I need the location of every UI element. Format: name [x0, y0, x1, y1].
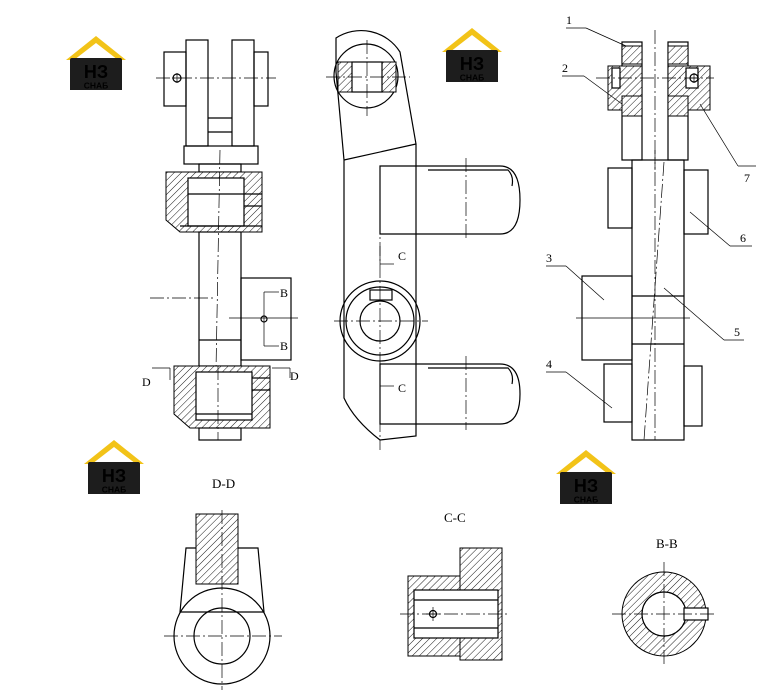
- callout-7: 7: [744, 171, 750, 185]
- section-label-bb: B-B: [656, 536, 678, 551]
- logo-big-text: НЗ: [574, 476, 598, 496]
- logo-bottom-right: НЗ СНАБ: [556, 450, 616, 505]
- logo-top-left: НЗ СНАБ: [66, 36, 126, 91]
- logo-roof-icon: [84, 440, 144, 464]
- callout-3: 3: [546, 251, 552, 265]
- logo-roof-icon: [442, 28, 502, 52]
- logo-top-center: НЗ СНАБ: [442, 28, 502, 83]
- logo-strip: [70, 80, 122, 90]
- logo-big-text: НЗ: [84, 62, 108, 82]
- section-b-b: B-B: [612, 536, 716, 666]
- section-d-d: D-D: [164, 476, 282, 690]
- arm-outline: [335, 29, 417, 441]
- logo-roof-icon: [556, 450, 616, 474]
- logo-strip: [560, 494, 612, 504]
- callout-1: 1: [566, 13, 572, 27]
- left-clevis-boss-left: [163, 51, 187, 107]
- logo-big-text: НЗ: [102, 466, 126, 486]
- callout-2: 2: [562, 61, 568, 75]
- logo-roof-icon: [66, 36, 126, 60]
- logo-small-text: СНАБ: [84, 81, 109, 91]
- logo-strip: [88, 484, 140, 494]
- left-clevis-boss-right: [253, 51, 269, 107]
- left-linkage-view: B B D D: [142, 39, 299, 441]
- cut-marker-c-lower: C: [398, 381, 406, 395]
- logo-small-text: СНАБ: [102, 485, 127, 495]
- section-label-cc: C-C: [444, 510, 466, 525]
- callout-4: 4: [546, 357, 552, 371]
- arm-upper-lug: [379, 165, 521, 235]
- center-arm-view: C C: [326, 29, 521, 450]
- logo-strip: [446, 72, 498, 82]
- left-clevis-ear-left: [185, 39, 209, 147]
- logo-tile: [560, 472, 612, 500]
- callout-6: 6: [740, 231, 746, 245]
- logo-small-text: СНАБ: [460, 73, 485, 83]
- cut-marker-b-bottom: B: [280, 339, 288, 353]
- cut-marker-d-left: D: [142, 375, 151, 389]
- logo-tile: [70, 58, 122, 86]
- right-assembly-view: 1 2 3 4 5 6 7: [546, 13, 756, 441]
- logo-tile: [446, 50, 498, 78]
- logo-bottom-left: НЗ СНАБ: [84, 440, 144, 495]
- callout-5: 5: [734, 325, 740, 339]
- dd-hatched-stub: [195, 513, 239, 585]
- section-c-c: C-C: [400, 510, 510, 661]
- cut-marker-d-right: D: [290, 369, 299, 383]
- cut-marker-c-upper: C: [398, 249, 406, 263]
- logo-small-text: СНАБ: [574, 495, 599, 505]
- left-clevis-ear-right: [231, 39, 255, 147]
- logo-tile: [88, 462, 140, 490]
- arm-lower-lug: [379, 363, 521, 425]
- cut-marker-b-top: B: [280, 286, 288, 300]
- logo-big-text: НЗ: [460, 54, 484, 74]
- section-label-dd: D-D: [212, 476, 235, 491]
- right-main-shaft: [631, 159, 685, 441]
- left-side-box: [240, 277, 292, 361]
